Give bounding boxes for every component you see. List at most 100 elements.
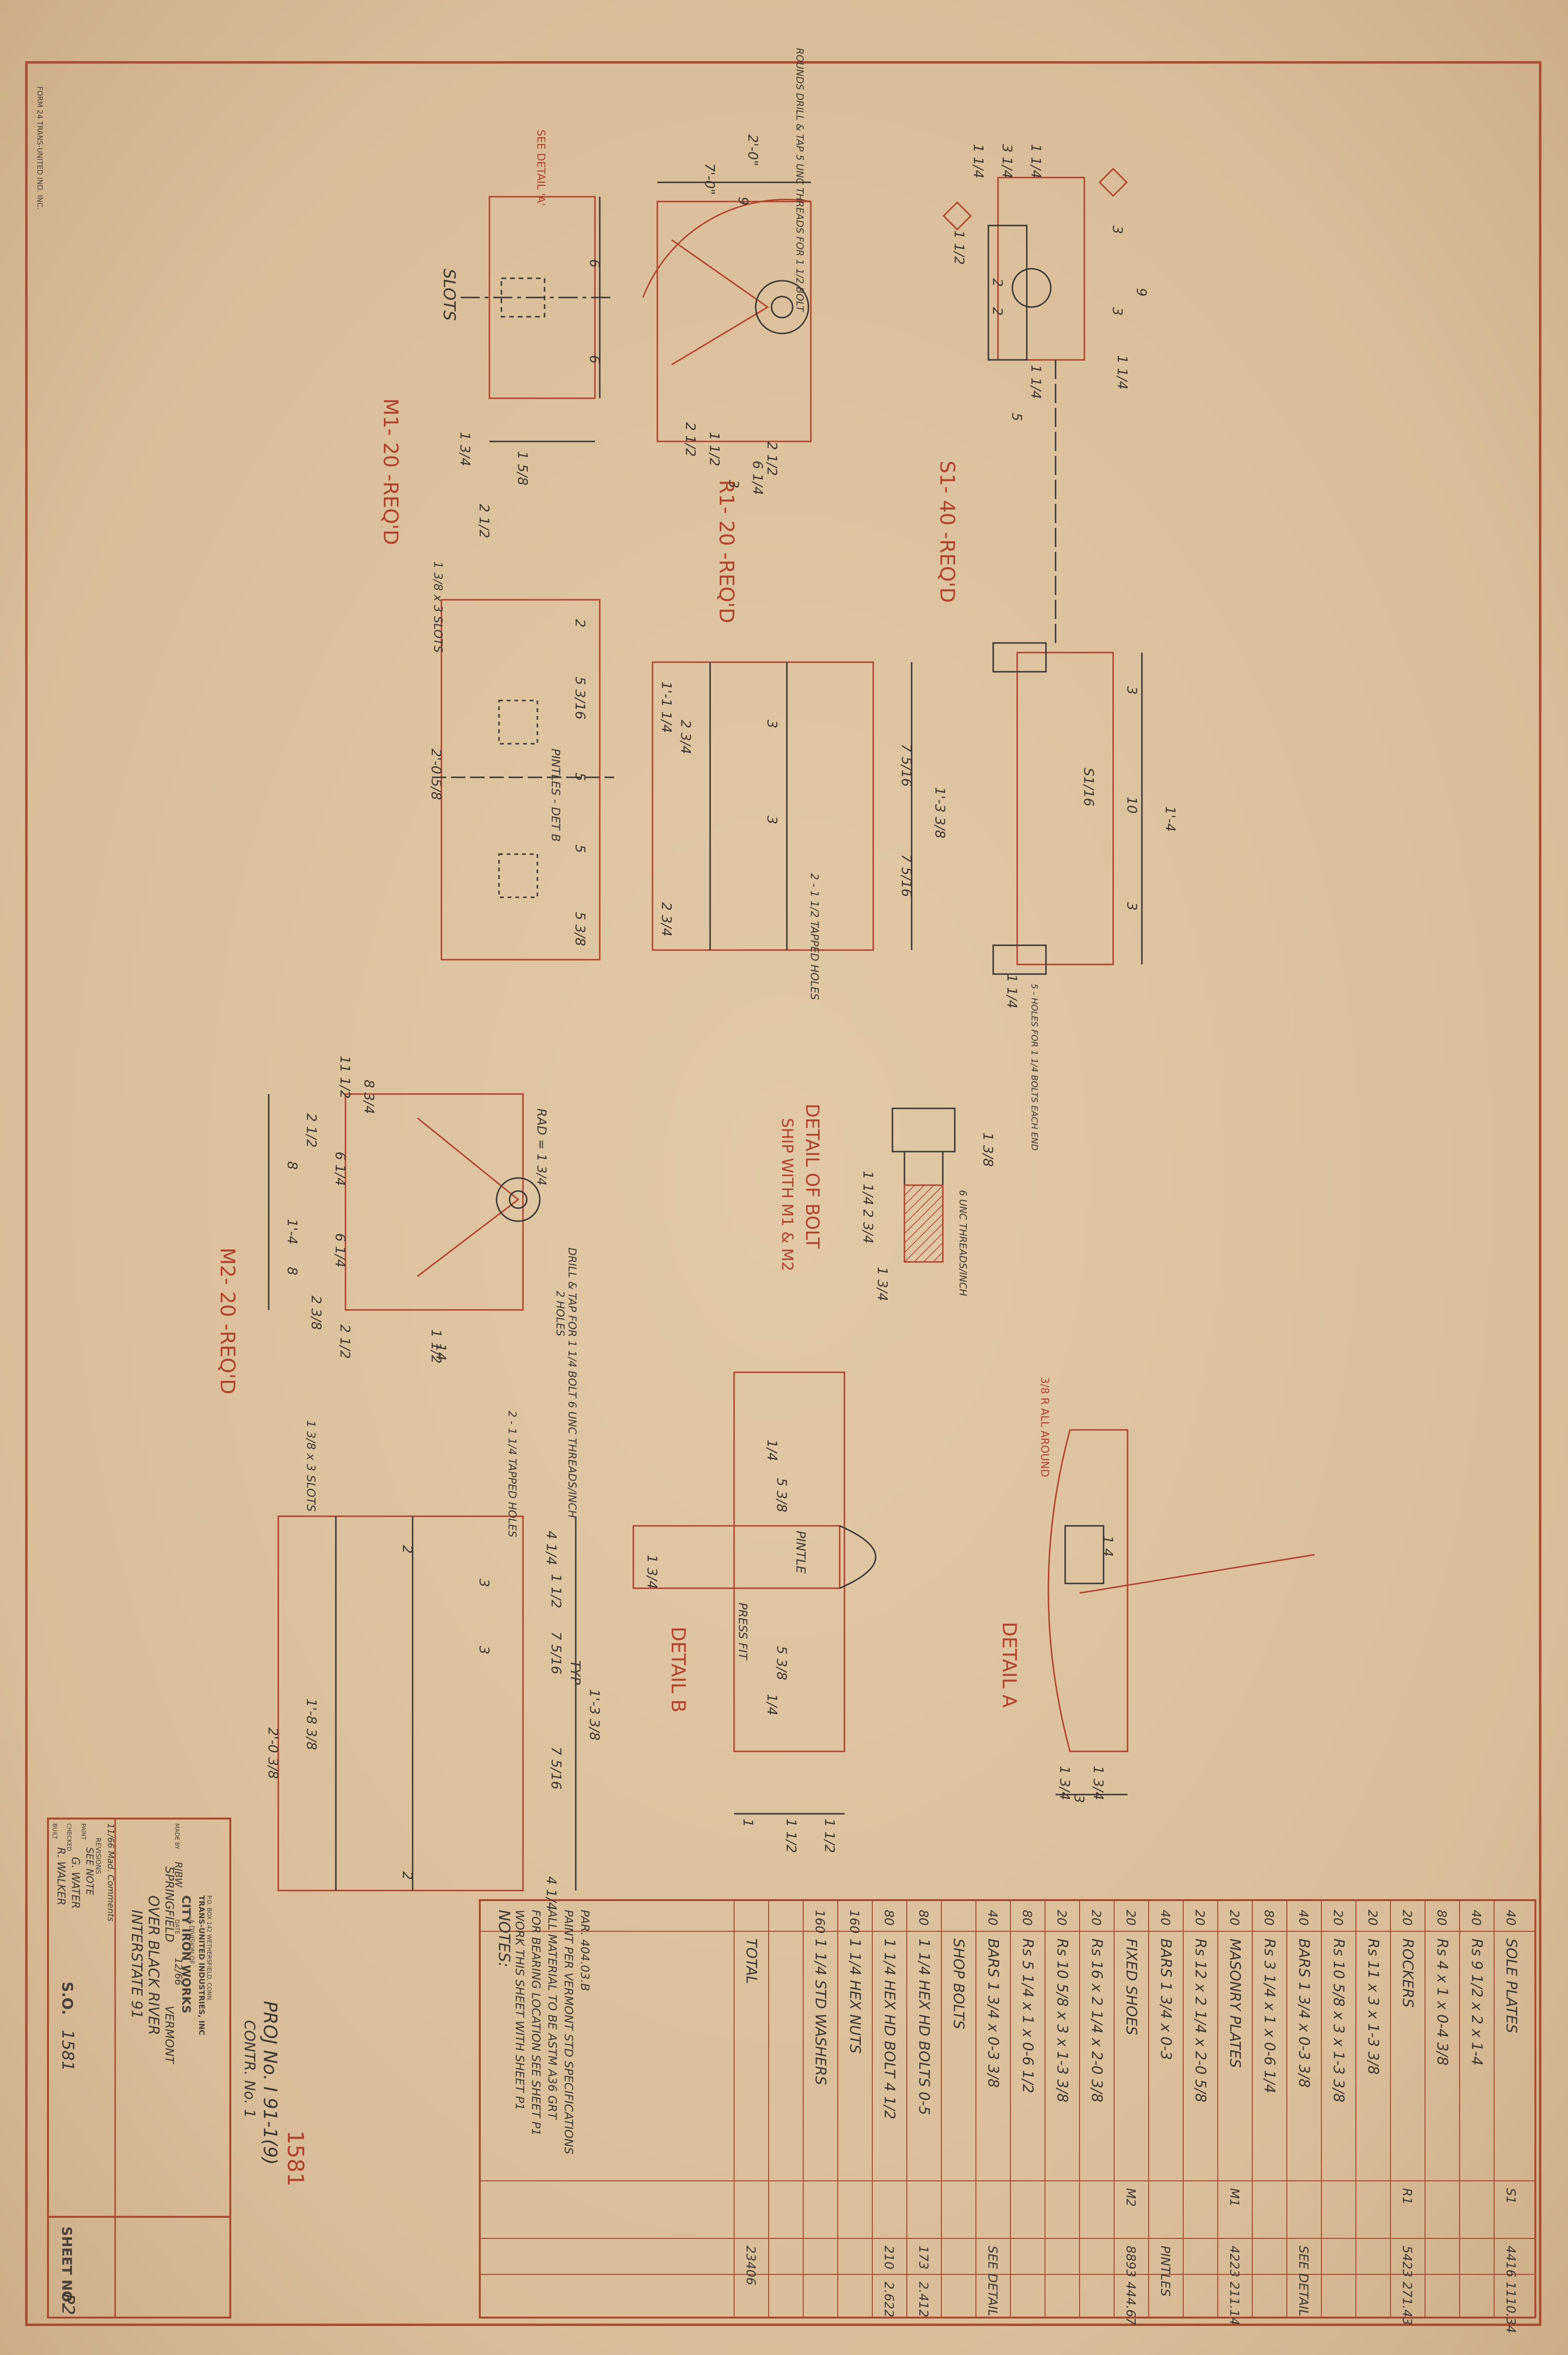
sheet-number: P2 — [58, 2294, 78, 2315]
bill-subtotal: 444.67 — [1123, 2282, 1138, 2325]
m1-slot-size: 1 3/8 x 3 SLOTS — [431, 561, 445, 653]
checked-by: G. WATER — [69, 1857, 81, 1909]
dimension-m1: 2 — [572, 619, 588, 628]
dimension-detail_b: 5 3/8 — [774, 1478, 790, 1512]
built-by: R. WALKER — [55, 1847, 67, 1905]
company-address: P.O. BOX 142 WETHERSFIELD, CONN. — [206, 1895, 213, 2002]
detail-b-pintle — [632, 1525, 841, 1589]
job-location: OVER BLACK RIVER — [145, 1895, 162, 2035]
bill-qty: 40 — [1469, 1910, 1483, 1926]
r1-drill-note: ROUNDS DRILL & TAP 5 UNC THREADS FOR 1 1… — [794, 48, 806, 312]
dimension-m2_plan: 1'-8 3/8 — [304, 1699, 320, 1750]
dimension-r1: 6 1/4 — [750, 461, 766, 495]
bill-qty: 20 — [1123, 1910, 1138, 1926]
note-line: PAR. 404.03.B — [578, 1910, 592, 1991]
r1-boss — [755, 280, 809, 334]
bill-weight: 5423 — [1400, 2246, 1414, 2277]
dimension-r1: 7'-0" — [702, 163, 718, 195]
r1-plan — [652, 661, 913, 951]
job-state: VERMONT — [163, 2006, 176, 2065]
bill-item: Rs 10 5/8 x 3 x 1-3 3/8 — [1054, 1939, 1070, 2103]
bill-subtotal: 2.412 — [916, 2282, 930, 2317]
notes-label: NOTES: — [495, 1910, 513, 1967]
note-line: WORK THIS SHEET WITH SHEET P1 — [513, 1910, 526, 2110]
dimension-detail_b: 1/4 — [764, 1694, 780, 1715]
dimension-m2: 2 1/2 — [337, 1324, 353, 1359]
s1-diamond-2 — [1098, 167, 1128, 197]
dimension-r1: 3 — [764, 816, 780, 824]
m2-tapped-holes: 2 - 1 1/4 TAPPED HOLES — [506, 1411, 518, 1537]
detail-a-rocker — [1047, 1429, 1128, 1752]
dimension-s1: 3 1/4 — [999, 144, 1015, 178]
detail-a — [1047, 1429, 1315, 1796]
dimension-s1: 1 1/4 — [1028, 144, 1044, 178]
revisions-label: REVISIONS — [94, 1838, 102, 1874]
dimension-m1: 5 — [572, 844, 588, 853]
corner-note: FORM 24 TRANS-UNITED IND. INC. — [36, 86, 44, 210]
bill-qty: 20 — [1054, 1910, 1069, 1926]
dimension-r1: 7 5/16 — [899, 744, 915, 787]
bill-mark: M2 — [1123, 2188, 1138, 2207]
dimension-m2: 2 3/8 — [309, 1296, 324, 1330]
bill-subtotal: 1110.34 — [1503, 2282, 1518, 2333]
dimension-s1: 1 1/4 — [971, 144, 986, 178]
dimension-m2: 14 — [433, 1344, 449, 1361]
m1-see-detail: SEE DETAIL 'A' — [535, 130, 546, 206]
dimension-m1: 1 3/4 — [457, 432, 473, 466]
r1-elevation — [642, 181, 812, 442]
dimension-m1: 5 3/16 — [572, 677, 588, 720]
s1-pin — [1011, 268, 1052, 308]
dimension-s1: 1'-4 — [1163, 806, 1178, 832]
dimension-m2: 1 1/2 — [428, 1329, 444, 1364]
bill-item: 1 1/4 HEX NUTS — [846, 1939, 863, 2054]
dimension-r1: 2 1/2 — [764, 441, 780, 476]
bolt-thread — [903, 1184, 944, 1263]
dimension-m2: 8 — [285, 1161, 300, 1170]
s1-bolt-note: 5 - HOLES FOR 1 1/4 BOLTS EACH END — [1029, 984, 1039, 1151]
dimension-s1: S1/16 — [1081, 768, 1097, 807]
note-line: PAINT PER VERMONT STD SPECIFICATIONS — [562, 1910, 575, 2154]
bill-item: ROCKERS — [1399, 1939, 1416, 2008]
bill-item: BARS 1 3/4 x 0-3 — [1157, 1939, 1174, 2060]
revisions-value: 11/66 Mad. Comments — [106, 1823, 116, 1922]
m1-elevation — [461, 196, 614, 442]
dimension-s1: 1 1/2 — [951, 230, 967, 265]
bolt-detail — [891, 1107, 956, 1263]
r1-body — [656, 201, 812, 442]
dimension-r1: 3 — [764, 720, 780, 728]
dimension-r1: 7 5/16 — [899, 854, 915, 897]
bill-qty: 80 — [1261, 1910, 1276, 1926]
detail-b-title: DETAIL B — [667, 1627, 689, 1713]
dimension-s1: 1 1/4 — [1028, 365, 1044, 399]
bill-qty: 160 — [847, 1910, 861, 1934]
bill-item: TOTAL — [743, 1939, 760, 1984]
dimension-bolt: 1 1/4 — [860, 1171, 876, 1205]
dimension-m2_plan: TYP — [568, 1660, 583, 1685]
bill-weight: 4416 — [1503, 2246, 1518, 2277]
bill-qty: 40 — [1158, 1910, 1172, 1926]
bill-weight: 210 — [881, 2246, 896, 2270]
dimension-s1: 3 — [1124, 686, 1140, 695]
bill-qty: 20 — [1089, 1910, 1103, 1926]
dimension-r1: 1'-1 1/4 — [659, 681, 675, 733]
dimension-m2_plan: 2 — [400, 1871, 416, 1880]
contract-number: CONTR. No. 1 — [241, 2020, 258, 2118]
s1-plan — [992, 642, 1143, 975]
dimension-detail_b: 1 — [740, 1819, 756, 1827]
dimension-detail_a: 3 — [1071, 1795, 1087, 1803]
dimension-r1: 9 — [736, 197, 751, 205]
dimension-s1: 2 — [990, 278, 1006, 287]
dimension-m1: 5 — [572, 773, 588, 781]
dimension-r1: 2 3/4 — [659, 902, 675, 937]
date-label: DATE — [174, 1919, 180, 1934]
r1-radius-arc — [642, 199, 811, 298]
bill-item: Rs 9 1/2 x 2 x 1-4 — [1468, 1939, 1485, 2066]
m2-base — [344, 1093, 524, 1311]
dimension-detail_b: 5 3/8 — [774, 1646, 790, 1680]
dimension-detail_a: 1 3/4 — [1091, 1766, 1106, 1800]
bill-qty: 40 — [1503, 1910, 1518, 1926]
bill-qty: 20 — [1227, 1910, 1241, 1926]
